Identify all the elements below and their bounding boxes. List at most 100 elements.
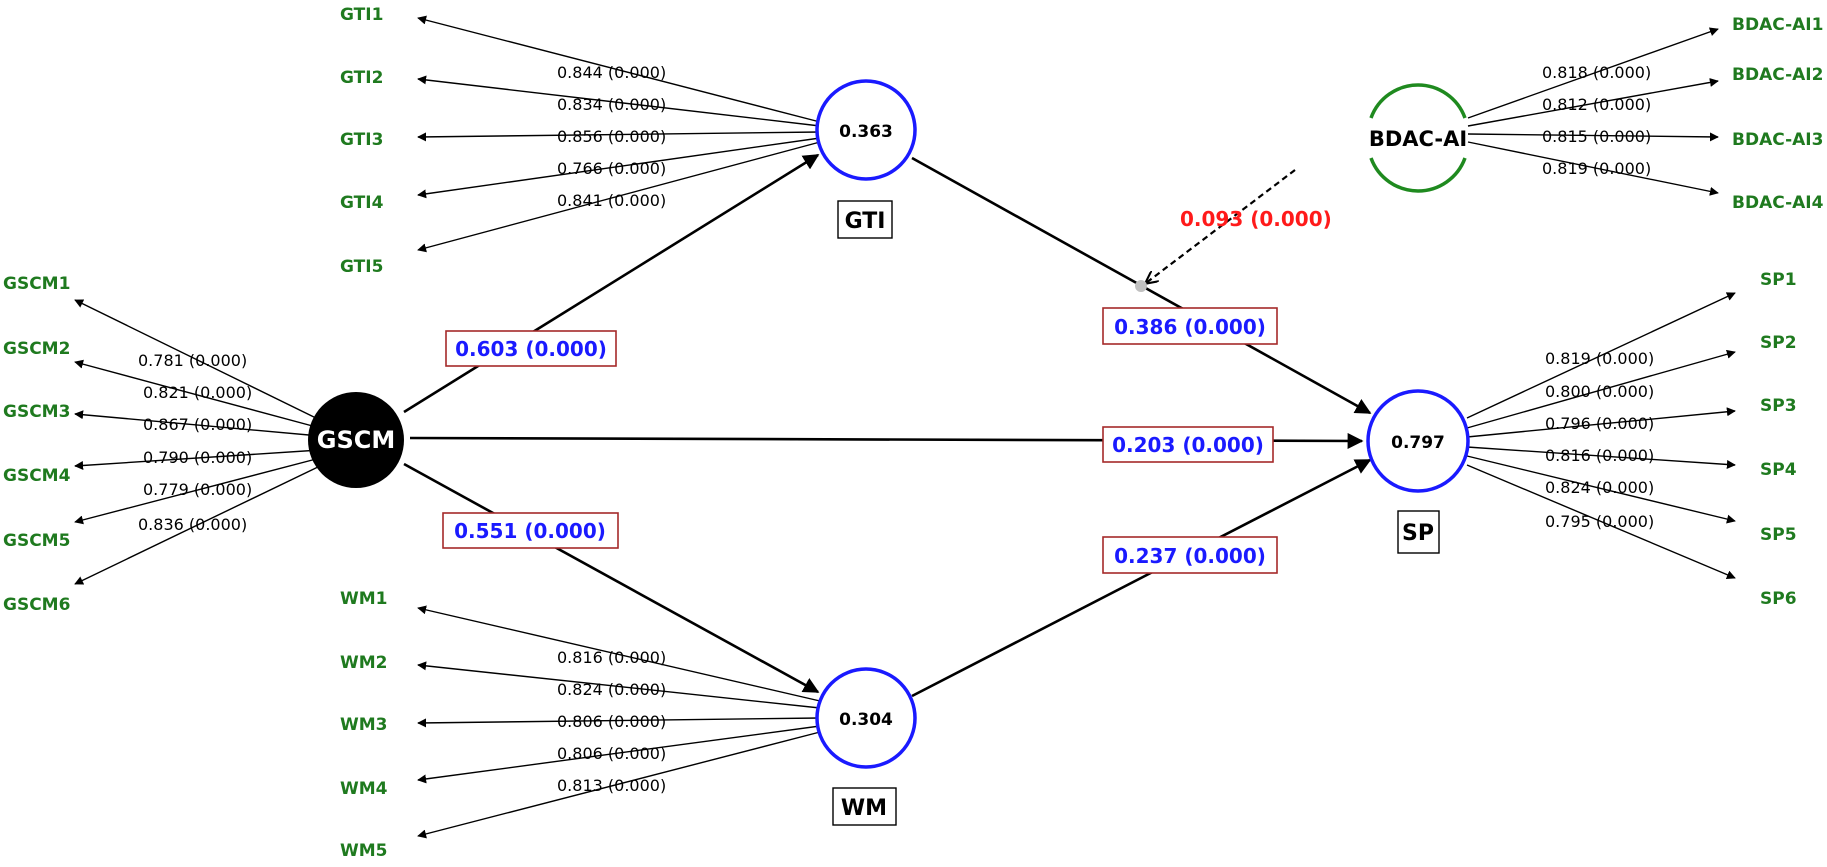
gti-indicator-arrows [417,15,821,253]
arrow-wm2 [417,661,821,709]
arrow-wm1 [417,605,821,702]
indicator-gti4: GTI4 [340,193,384,213]
arrow-gscm6 [74,465,321,585]
indicator-bdac4: BDAC-AI4 [1732,193,1824,213]
sp-node [1366,389,1470,493]
structural-paths [403,153,1372,698]
box-gscm-gti [445,330,617,367]
loading-bdac4: 0.819 (0.000) [1542,159,1651,178]
arrow-sp4 [1466,446,1736,469]
indicator-bdac2: BDAC-AI2 [1732,65,1823,85]
arrow-sp5 [1466,455,1736,524]
indicator-sp3: SP3 [1760,396,1797,416]
coef-wm-sp: 0.237 (0.000) [1114,544,1266,568]
arrow-gscm4 [74,449,321,470]
loading-gscm5: 0.779 (0.000) [143,480,252,499]
loading-gscm4: 0.790 (0.000) [143,448,252,467]
indicator-gscm6: GSCM6 [3,595,70,615]
gscm-label: GSCM [317,426,395,454]
indicator-wm4: WM4 [340,779,388,799]
construct-wm: 0.304 WM [815,667,917,826]
bdac-label: BDAC-AI [1369,127,1467,151]
indicator-wm2: WM2 [340,653,388,673]
gscm-loadings: 0.781 (0.000) 0.821 (0.000) 0.867 (0.000… [138,351,252,534]
arrow-bdac4 [1467,141,1719,196]
arrow-sp2 [1466,349,1736,429]
indicator-bdac1: BDAC-AI1 [1732,15,1823,35]
arrow-bdac2 [1467,78,1719,127]
box-wm-sp [1102,536,1278,574]
indicator-gti2: GTI2 [340,68,383,88]
arrow-wm3 [417,717,821,728]
path-wm-sp [911,458,1372,698]
sp-name-box [1397,510,1440,554]
gscm-indicator-labels: GSCM1 GSCM2 GSCM3 GSCM4 GSCM5 GSCM6 [3,274,71,615]
bdac-indicator-arrows [1467,27,1719,196]
wm-loadings: 0.816 (0.000) 0.824 (0.000) 0.806 (0.000… [557,648,666,795]
indicator-wm3: WM3 [340,715,388,735]
arrow-wm4 [417,725,821,784]
gti-indicator-labels: GTI1 GTI2 GTI3 GTI4 GTI5 [340,5,384,277]
loading-bdac1: 0.818 (0.000) [1542,63,1651,82]
coef-gscm-sp: 0.203 (0.000) [1112,433,1264,457]
sp-r2: 0.797 [1391,433,1445,453]
indicator-sp4: SP4 [1760,460,1797,480]
indicator-gscm4: GSCM4 [3,466,71,486]
loading-gscm3: 0.867 (0.000) [143,415,252,434]
indicator-gti5: GTI5 [340,257,383,277]
gti-name: GTI [845,209,886,234]
wm-name: WM [841,796,887,821]
sp-indicator-arrows [1466,292,1736,579]
loading-wm4: 0.806 (0.000) [557,744,666,763]
path-coefficients: 0.603 (0.000) 0.551 (0.000) 0.203 (0.000… [442,207,1332,574]
bdac-indicator-labels: BDAC-AI1 BDAC-AI2 BDAC-AI3 BDAC-AI4 [1732,15,1824,213]
indicator-sp1: SP1 [1760,270,1797,290]
loading-wm1: 0.816 (0.000) [557,648,666,667]
bdac-ring-bottom [1369,157,1467,193]
arrow-gti1 [417,15,821,123]
sp-indicator-labels: SP1 SP2 SP3 SP4 SP5 SP6 [1760,270,1797,609]
sp-name: SP [1402,521,1434,546]
indicator-sp2: SP2 [1760,333,1797,353]
path-gscm-gti [403,153,820,414]
box-gscm-wm [442,512,619,549]
wm-indicator-arrows [417,605,821,839]
indicator-sp6: SP6 [1760,589,1797,609]
indicator-bdac3: BDAC-AI3 [1732,130,1823,150]
loading-sp2: 0.800 (0.000) [1545,382,1654,401]
indicator-gscm3: GSCM3 [3,402,70,422]
wm-node [815,667,917,769]
arrow-sp6 [1466,464,1736,579]
arrow-sp3 [1466,407,1736,438]
indicator-wm1: WM1 [340,589,388,609]
arrow-gti5 [417,141,821,253]
wm-r2: 0.304 [839,710,893,730]
loading-wm5: 0.813 (0.000) [557,776,666,795]
loading-gti5: 0.841 (0.000) [557,191,666,210]
loading-gti3: 0.856 (0.000) [557,127,666,146]
wm-name-box [832,787,897,826]
arrow-gti4 [417,137,821,199]
loading-sp6: 0.795 (0.000) [1545,512,1654,531]
arrow-bdac1 [1467,27,1719,119]
arrow-sp1 [1466,292,1736,419]
arrow-gscm1 [74,299,321,421]
coef-gscm-wm: 0.551 (0.000) [454,519,606,543]
construct-gscm: GSCM [308,392,404,488]
sp-loadings: 0.819 (0.000) 0.800 (0.000) 0.796 (0.000… [1545,349,1654,531]
arrow-gscm5 [74,457,321,525]
box-gscm-sp [1102,426,1274,463]
indicator-sp5: SP5 [1760,525,1797,545]
moderation-point [1135,280,1147,292]
path-moderation [1146,169,1296,283]
indicator-gti3: GTI3 [340,130,383,150]
loading-wm2: 0.824 (0.000) [557,680,666,699]
gti-loadings: 0.844 (0.000) 0.834 (0.000) 0.856 (0.000… [557,63,666,210]
loading-gscm6: 0.836 (0.000) [138,515,247,534]
loading-bdac3: 0.815 (0.000) [1542,127,1651,146]
loading-gti2: 0.834 (0.000) [557,95,666,114]
gti-r2: 0.363 [839,122,893,142]
gti-name-box [837,200,893,239]
construct-gti: 0.363 GTI [815,79,917,239]
coef-moderation: 0.093 (0.000) [1180,207,1332,231]
